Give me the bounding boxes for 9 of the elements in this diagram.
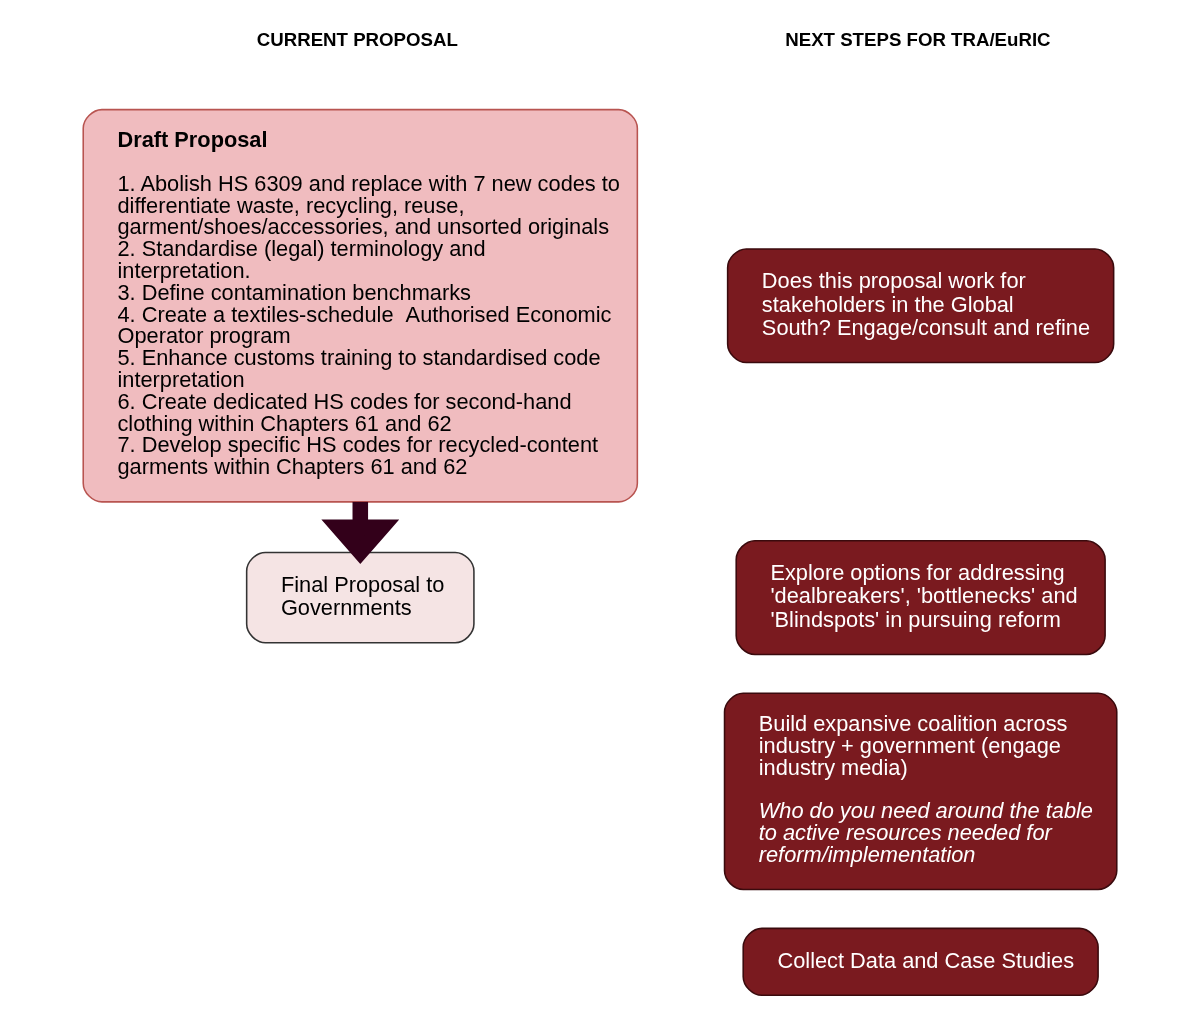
node-box: Draft Proposal 1. Abolish HS 6309 and replace with 7 new codes to differentiate waste, recycling, reuse, garment/shoes/accessories, and unsorted originals 2. Standardise (legal) terminology and interpretation. 3. Define contamination benchmarks 4. Create a textiles-schedule Authorised Economic Operator program 5. Enhance customs training to standardised code interpretation 6. Create dedicated HS codes for second-hand clothing within Chapters 61 and 62 7. Develop specific HS codes for recycled-content garments within Chapters 61 and 62	[81, 108, 638, 503]
node-box: Final Proposal to Governments	[245, 551, 475, 644]
node-box: Build expansive coalition across industry + government (engage industry media) Who do you need around the table to active resources needed for reform/implementation	[723, 692, 1118, 891]
node-box: Does this proposal work for stakeholders in the Global South? Engage/consult and refine	[726, 248, 1114, 364]
node-box: Explore options for addressing 'dealbreakers', 'bottlenecks' and 'Blindspots' in pursuing reform	[734, 540, 1106, 656]
label: NEXT STEPS FOR TRA/EuRIC	[784, 28, 1051, 50]
node-box: Collect Data and Case Studies	[741, 927, 1099, 997]
label: CURRENT PROPOSAL	[256, 28, 458, 50]
arrow	[320, 501, 399, 564]
